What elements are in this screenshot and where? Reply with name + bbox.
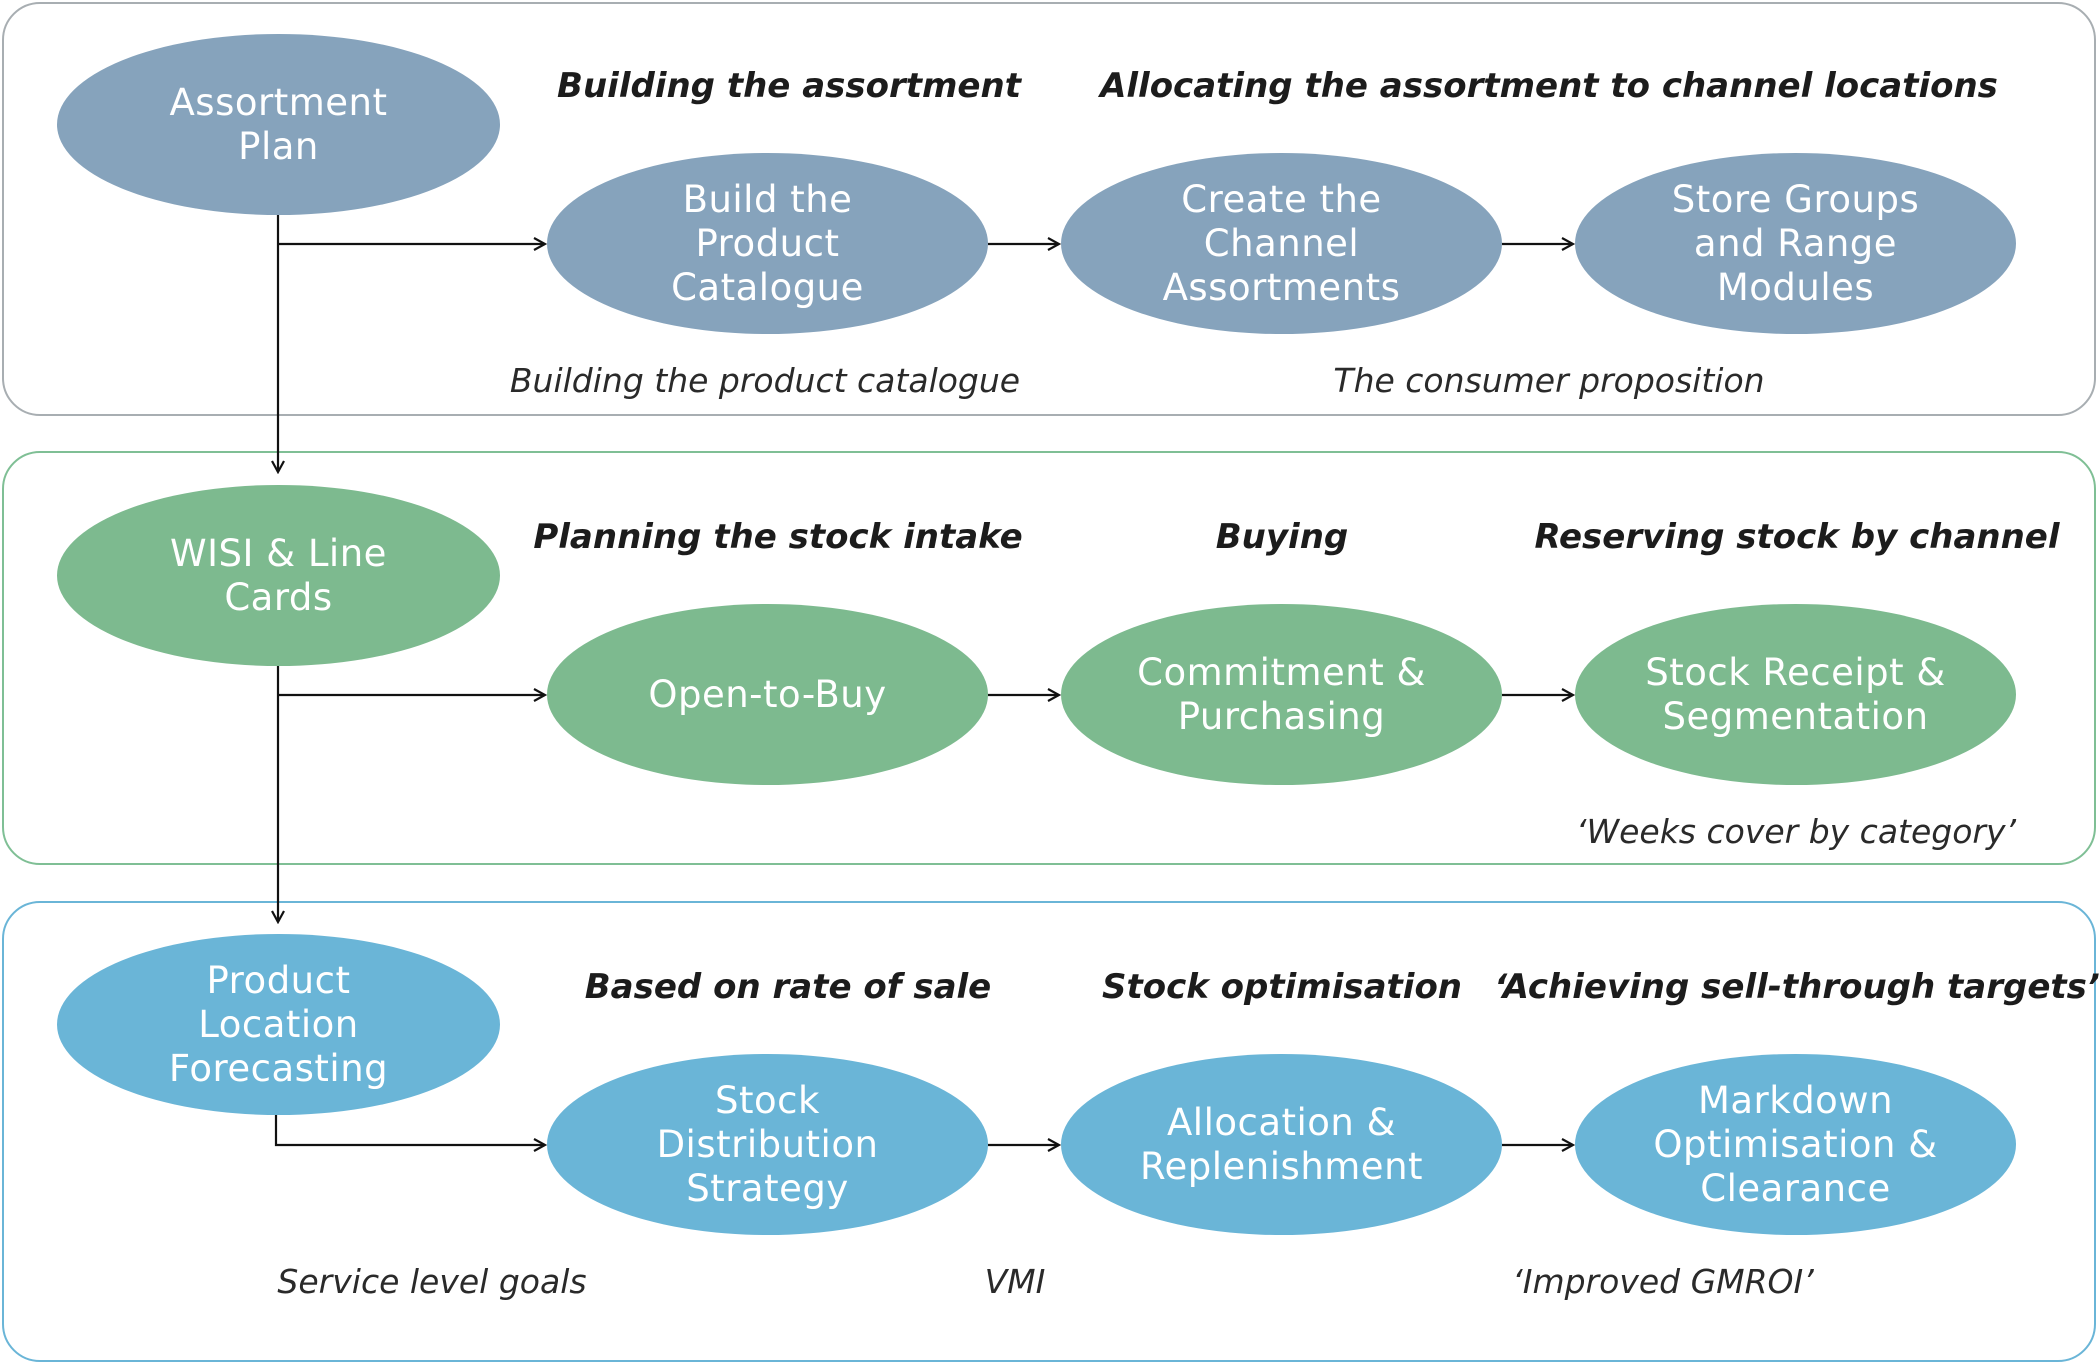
build-product-catalogue-node: Build the Product Catalogue <box>547 153 988 334</box>
stock-receipt-segmentation-node: Stock Receipt & Segmentation <box>1575 604 2016 785</box>
tier3-note-1: Service level goals <box>277 1262 587 1301</box>
tier2-heading-3: Reserving stock by channel <box>1534 517 2060 557</box>
tier2-heading-2: Buying <box>1215 517 1349 557</box>
tier1-heading-1: Building the assortment <box>557 66 1021 106</box>
open-to-buy-node: Open-to-Buy <box>547 604 988 785</box>
tier2-note-1: ‘Weeks cover by category’ <box>1575 812 2017 851</box>
tier3-note-2: VMI <box>984 1262 1046 1301</box>
tier2-heading-1: Planning the stock intake <box>533 517 1023 557</box>
tier3-note-3: ‘Improved GMROI’ <box>1512 1262 1814 1301</box>
tier3-heading-3: ‘Achieving sell-through targets’ <box>1494 967 2100 1007</box>
stock-distribution-strategy-node: Stock Distribution Strategy <box>547 1054 988 1235</box>
wisi-line-cards-node: WISI & Line Cards <box>57 485 500 666</box>
store-groups-range-modules-node: Store Groups and Range Modules <box>1575 153 2016 334</box>
markdown-optimisation-clearance-node: Markdown Optimisation & Clearance <box>1575 1054 2016 1235</box>
create-channel-assortments-node: Create the Channel Assortments <box>1061 153 1502 334</box>
tier1-note-1: Building the product catalogue <box>509 361 1021 400</box>
product-location-forecasting-node: Product Location Forecasting <box>57 934 500 1115</box>
tier1-note-2: The consumer proposition <box>1333 361 1765 400</box>
tier1-heading-2: Allocating the assortment to channel loc… <box>1100 66 1998 106</box>
assortment-plan-node: Assortment Plan <box>57 34 500 215</box>
allocation-replenishment-node: Allocation & Replenishment <box>1061 1054 1502 1235</box>
tier3-heading-2: Stock optimisation <box>1101 967 1463 1007</box>
tier3-heading-1: Based on rate of sale <box>584 967 992 1007</box>
commitment-purchasing-node: Commitment & Purchasing <box>1061 604 1502 785</box>
